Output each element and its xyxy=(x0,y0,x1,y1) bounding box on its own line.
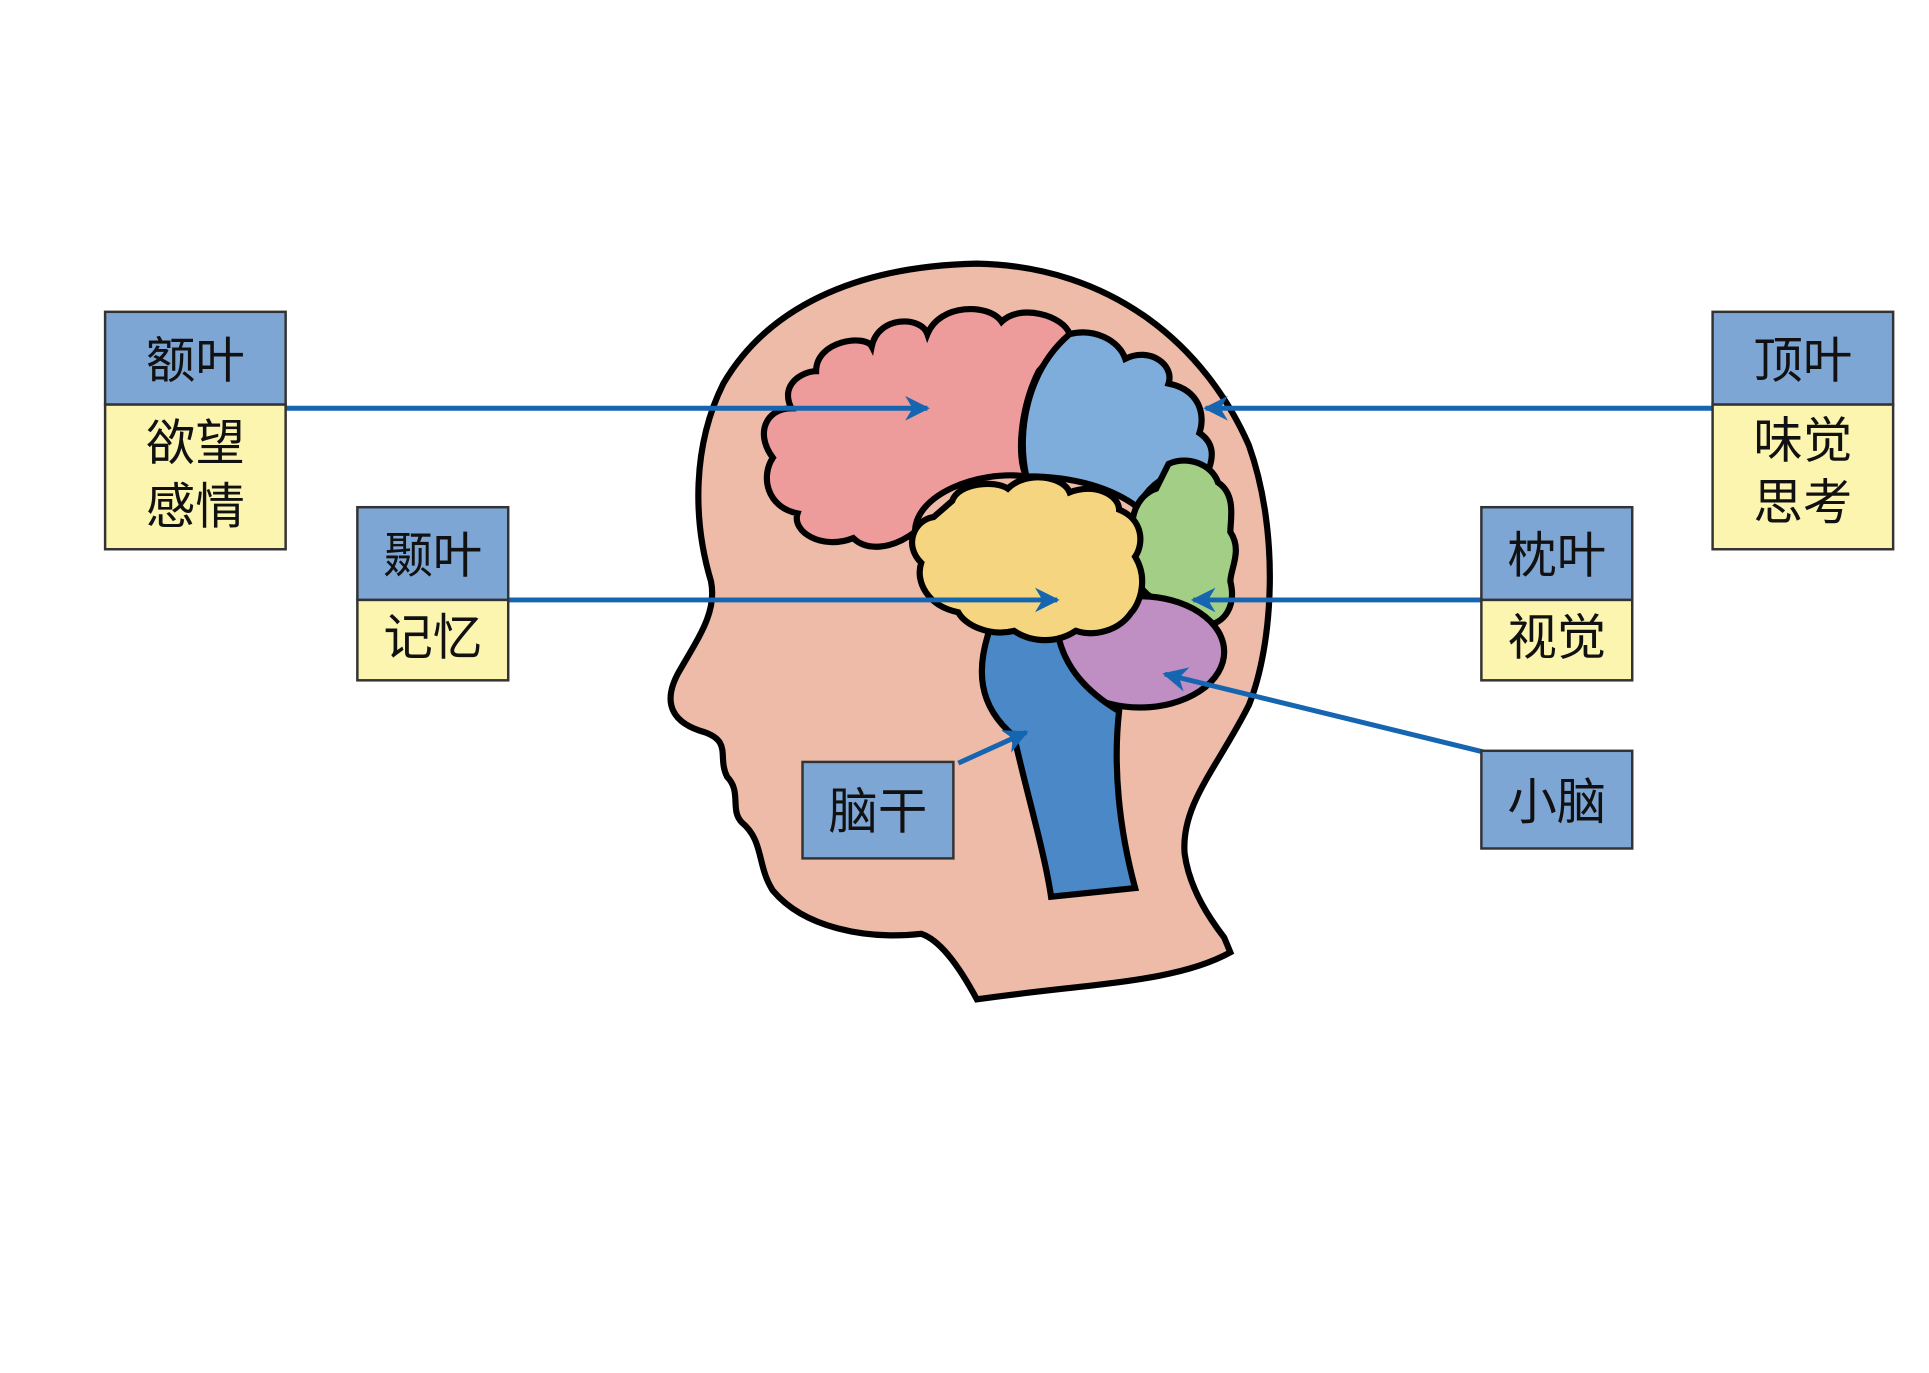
occipital-name: 枕叶 xyxy=(1507,527,1606,585)
label-parietal: 顶叶 味觉 思考 xyxy=(1711,310,1895,551)
label-brainstem: 脑干 xyxy=(801,760,955,860)
label-occipital: 枕叶 视觉 xyxy=(1480,505,1634,682)
arrow-cerebellum xyxy=(1162,667,1485,755)
brainstem xyxy=(978,627,1140,901)
temporal-name: 颞叶 xyxy=(383,527,482,585)
temporal-function: 记忆 xyxy=(383,608,482,666)
arrow-brainstem xyxy=(957,730,1029,766)
frontal-lobe xyxy=(760,305,1074,550)
label-frontal: 额叶 欲望 感情 xyxy=(103,310,287,551)
label-temporal: 颞叶 记忆 xyxy=(356,505,510,682)
frontal-function: 感情 xyxy=(146,477,245,535)
cerebellum-name: 小脑 xyxy=(1507,773,1606,831)
frontal-name: 额叶 xyxy=(146,331,245,389)
brainstem-name: 脑干 xyxy=(828,783,927,841)
label-cerebellum: 小脑 xyxy=(1480,749,1634,850)
parietal-function: 思考 xyxy=(1753,474,1852,532)
frontal-function: 欲望 xyxy=(146,414,245,472)
parietal-function: 味觉 xyxy=(1753,412,1852,470)
occipital-function: 视觉 xyxy=(1507,608,1606,666)
parietal-name: 顶叶 xyxy=(1753,331,1852,389)
